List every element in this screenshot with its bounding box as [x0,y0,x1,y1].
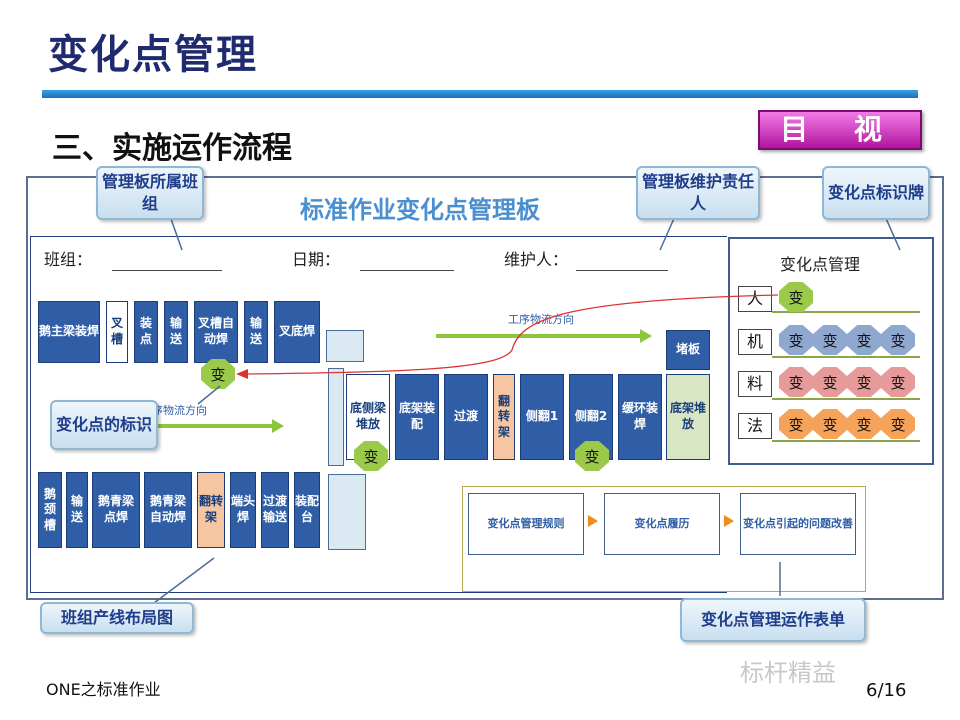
callout-forms: 变化点管理运作表单 [680,598,866,642]
team-field-label: 班组： [44,250,93,269]
change-mark-icon: 变 [881,367,915,397]
board-title: 标准作业变化点管理板 [300,195,540,224]
station-box: 侧翻1 [520,374,564,460]
callout-mark: 变化点的标识 [50,400,158,450]
change-mark-icon: 变 [201,359,235,389]
panel-tag-method: 法 [738,413,772,439]
page-number: 6/16 [866,680,907,701]
station-box: 鹅主梁装焊 [38,301,100,363]
footer-text: ONE之标准作业 [46,680,161,699]
change-mark-icon: 变 [813,325,847,355]
flow-direction-label: 工序物流方向 [508,313,574,326]
change-mark-icon: 变 [847,325,881,355]
station-box: 鹅青梁点焊 [92,472,140,548]
panel-tag-man: 人 [738,286,772,312]
change-mark-icon: 变 [881,325,915,355]
station-box: 鹅颈槽 [38,472,62,548]
team-field-line [112,270,222,271]
station-box: 输送 [164,301,188,363]
station-box: 装配台 [294,472,320,548]
change-mark-icon: 变 [354,441,388,471]
callout-keeper: 管理板维护责任人 [636,166,760,220]
page-title: 变化点管理 [48,31,258,78]
flow-arrow [436,334,640,338]
flow-arrow-head [272,419,284,433]
form-doc: 变化点管理规则 [468,493,584,555]
callout-layout: 班组产线布局图 [40,602,194,634]
station-box: 堵板 [666,330,710,370]
panel-row-line [772,440,920,442]
station-box: 鹅青梁自动焊 [144,472,192,548]
station-box: 翻转架 [197,472,225,548]
station-box: 底架装配 [395,374,439,460]
blank-station [328,368,344,466]
panel-tag-material: 料 [738,371,772,397]
section-subtitle: 三、实施运作流程 [52,131,292,166]
date-field-line [360,270,454,271]
forms-area [462,486,866,592]
station-box: 叉槽自动焊 [194,301,238,363]
title-divider [42,90,918,98]
date-field-label: 日期： [292,250,341,269]
board-inner-frame [30,236,727,593]
station-box: 底架堆放 [666,374,710,460]
watermark: 标杆精益 [740,659,836,687]
callout-sign: 变化点标识牌 [822,166,930,220]
station-box: 过渡 [444,374,488,460]
station-box: 装点 [134,301,158,363]
callout-team: 管理板所属班组 [96,166,204,220]
station-box: 端头焊 [230,472,256,548]
arrow-icon [724,515,734,527]
station-box: 叉底焊 [274,301,320,363]
flow-arrow-head [640,329,652,343]
change-mark-icon: 变 [779,325,813,355]
keeper-field-label: 维护人： [504,250,569,269]
panel-title: 变化点管理 [780,255,861,274]
keeper-field-line [576,270,668,271]
panel-row-line [772,356,920,358]
form-doc: 变化点履历 [604,493,720,555]
station-box: 叉槽 [106,301,128,363]
station-box: 过渡输送 [261,472,289,548]
blank-station [328,474,366,550]
change-mark-icon: 变 [847,367,881,397]
panel-row-line [772,398,920,400]
arrow-icon [588,515,598,527]
station-box: 输送 [244,301,268,363]
visual-badge: 目 视 [758,110,922,150]
panel-tag-machine: 机 [738,329,772,355]
change-mark-icon: 变 [813,409,847,439]
change-mark-icon: 变 [779,367,813,397]
change-mark-icon: 变 [813,367,847,397]
panel-row-line [772,311,920,313]
change-mark-icon: 变 [881,409,915,439]
blank-station [326,330,364,362]
change-point-panel [728,237,934,465]
station-box: 缓环装焊 [618,374,662,460]
station-box: 翻转架 [493,374,515,460]
station-box: 输送 [66,472,88,548]
change-mark-icon: 变 [779,282,813,312]
form-doc: 变化点引起的问题改善 [740,493,856,555]
change-mark-icon: 变 [575,441,609,471]
flow-arrow [150,424,272,428]
flow-direction-label: 序物流方向 [152,404,207,417]
change-mark-icon: 变 [847,409,881,439]
change-mark-icon: 变 [779,409,813,439]
